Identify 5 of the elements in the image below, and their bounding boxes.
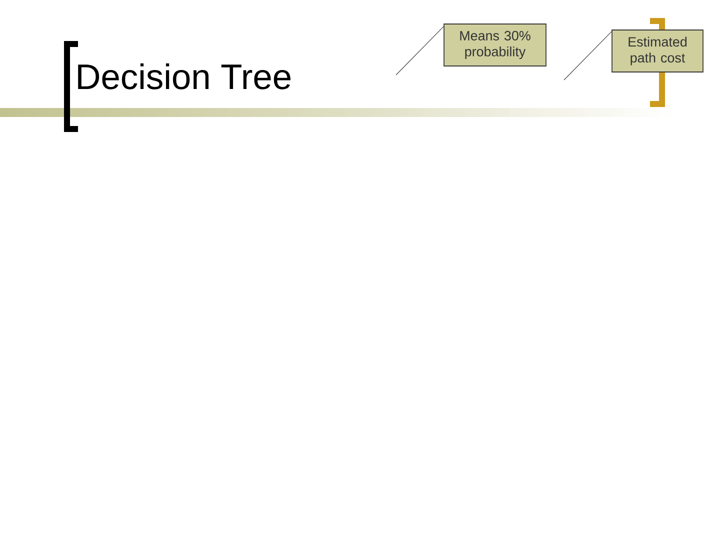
leader-line	[396, 26, 444, 76]
title: Decision Tree	[78, 63, 290, 90]
callout-box: Means 30% probability	[444, 24, 546, 66]
leader-line	[564, 31, 612, 80]
callout-box: Estimated path cost	[612, 30, 704, 72]
